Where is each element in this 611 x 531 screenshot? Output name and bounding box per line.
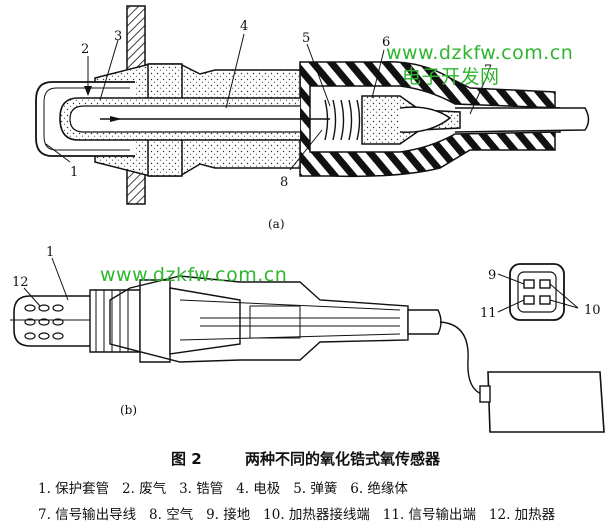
legend-item: 11. 信号输出端: [382, 507, 477, 523]
label-a-8: 8: [280, 175, 288, 190]
cable-b: [439, 321, 493, 397]
figure-b: [10, 257, 605, 433]
legend-item: 3. 锆管: [179, 481, 224, 497]
figure-caption: 图 2 两种不同的氧化锆式氧传感器: [0, 448, 611, 469]
pin-ground: [523, 279, 535, 289]
legend-item: 7. 信号输出导线: [38, 507, 137, 523]
figure-a: [35, 5, 590, 205]
pin-heater-1: [539, 279, 551, 289]
legend-item: 12. 加热器: [488, 507, 556, 523]
watermark-middle-url: www.dzkfw.com.cn: [100, 264, 288, 286]
figure-number: 图 2: [171, 450, 202, 468]
legend-item: 9. 接地: [206, 507, 251, 523]
watermark-top-url: www.dzkfw.com.cn: [386, 42, 574, 64]
vent-holes: [24, 304, 64, 340]
legend-item: 1. 保护套管: [38, 481, 110, 497]
label-b-12: 12: [12, 275, 29, 290]
label-a-6: 6: [382, 35, 390, 50]
label-b-10: 10: [584, 303, 601, 318]
pin-heater-2: [539, 295, 551, 305]
legend: 1. 保护套管 2. 废气 3. 锆管 4. 电极 5. 弹簧 6. 绝缘体 7…: [38, 476, 608, 528]
label-a-2: 2: [81, 42, 89, 57]
legend-item: 5. 弹簧: [293, 481, 338, 497]
caption-b: (b): [120, 403, 137, 417]
leader-lines-a: [45, 33, 488, 171]
legend-item: 6. 绝缘体: [350, 481, 408, 497]
leader-lines-b: [23, 257, 579, 313]
label-a-3: 3: [114, 29, 122, 44]
legend-item: 4. 电极: [236, 481, 281, 497]
pin-signal: [523, 295, 535, 305]
sensor-body-b: [139, 279, 171, 363]
label-b-1: 1: [46, 245, 54, 260]
label-a-1: 1: [70, 165, 78, 180]
spring-coils: [324, 99, 361, 141]
label-b-11: 11: [480, 306, 497, 321]
label-a-5: 5: [302, 31, 310, 46]
caption-a: (a): [268, 217, 285, 231]
signal-cable: [454, 107, 590, 133]
label-a-7: 7: [484, 63, 492, 78]
figure-title: 两种不同的氧化锆式氧传感器: [244, 450, 440, 468]
label-a-4: 4: [240, 19, 248, 34]
watermark-top-cn: 电子开发网: [402, 66, 500, 88]
label-b-9: 9: [488, 268, 496, 283]
legend-item: 8. 空气: [149, 507, 194, 523]
cable-boot-b: [407, 309, 442, 335]
legend-item: 10. 加热器接线端: [263, 507, 370, 523]
legend-item: 2. 废气: [122, 481, 167, 497]
plug-body: [487, 371, 605, 433]
thread-section: [89, 289, 141, 353]
